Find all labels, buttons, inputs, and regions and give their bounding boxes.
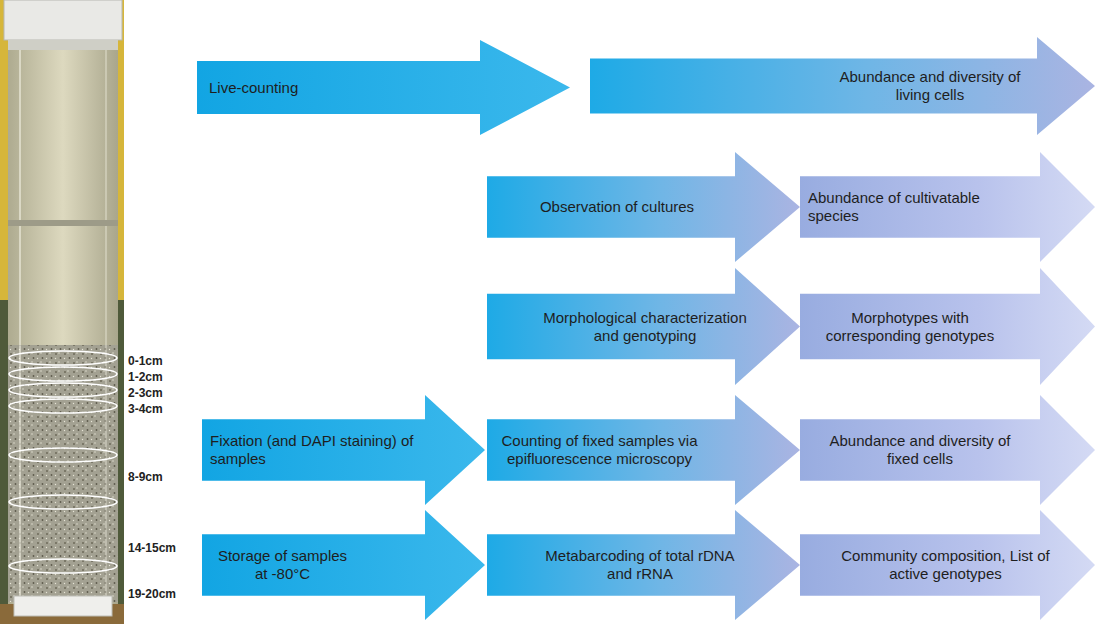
arrow-outline	[202, 395, 485, 505]
arrow-shape	[590, 37, 1095, 135]
arrow-text: Abundance and diversity of fixed cells	[820, 432, 1020, 468]
depth-label: 2-3cm	[128, 386, 163, 400]
depth-label: 0-1cm	[128, 354, 163, 368]
flow-arrow: Fixation (and DAPI staining) of samples	[202, 395, 485, 505]
arrow-text: Abundance and diversity of living cells	[830, 68, 1030, 104]
flow-arrow: Abundance and diversity of fixed cells	[800, 395, 1095, 505]
flow-arrow: Observation of cultures	[487, 152, 800, 262]
arrow-text: Morphological characterization and genot…	[530, 309, 760, 345]
depth-label: 14-15cm	[128, 541, 176, 555]
flow-arrow: Morphotypes with corresponding genotypes	[800, 268, 1095, 385]
arrow-text: Community composition, List of active ge…	[838, 547, 1053, 583]
arrow-outline	[800, 268, 1095, 385]
arrow-outline	[202, 510, 485, 620]
arrow-outline	[197, 40, 570, 135]
flow-arrow: Morphological characterization and genot…	[487, 268, 800, 385]
arrow-text: Observation of cultures	[502, 198, 732, 216]
arrow-text: Storage of samples at -80°C	[210, 547, 355, 583]
flow-arrow: Community composition, List of active ge…	[800, 510, 1095, 620]
arrow-outline	[487, 395, 800, 505]
flow-arrow: Storage of samples at -80°C	[202, 510, 485, 620]
flow-arrow: Live-counting	[197, 40, 570, 135]
arrow-outline	[800, 395, 1095, 505]
flow-arrow: Abundance of cultivatable species	[800, 152, 1095, 262]
arrow-text: Live-counting	[209, 79, 409, 97]
flow-arrow: Counting of fixed samples via epifluores…	[487, 395, 800, 505]
arrow-text: Abundance of cultivatable species	[808, 189, 1008, 225]
depth-label: 19-20cm	[128, 587, 176, 601]
arrow-shape	[202, 510, 485, 620]
flow-arrow: Metabarcoding of total rDNA and rRNA	[487, 510, 800, 620]
arrow-text: Metabarcoding of total rDNA and rRNA	[535, 547, 745, 583]
arrow-outline	[487, 510, 800, 620]
depth-label: 1-2cm	[128, 370, 163, 384]
arrow-text: Counting of fixed samples via epifluores…	[492, 432, 707, 468]
depth-label: 3-4cm	[128, 402, 163, 416]
arrow-outline	[800, 152, 1095, 262]
arrow-outline	[800, 510, 1095, 620]
sediment-core-photo	[0, 0, 124, 624]
arrow-outline	[590, 37, 1095, 135]
arrow-text: Fixation (and DAPI staining) of samples	[210, 432, 435, 468]
arrow-outline	[487, 268, 800, 385]
arrow-text: Morphotypes with corresponding genotypes	[820, 309, 1000, 345]
arrow-outline	[487, 152, 800, 262]
depth-label: 8-9cm	[128, 470, 163, 484]
flow-arrow: Abundance and diversity of living cells	[590, 37, 1095, 135]
